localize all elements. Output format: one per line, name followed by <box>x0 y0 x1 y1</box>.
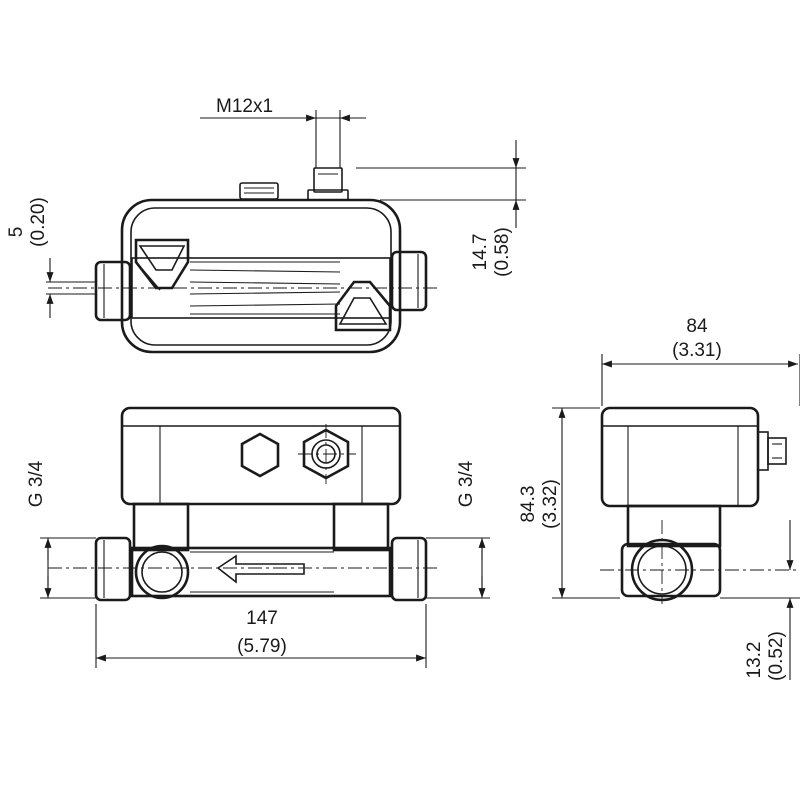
label-connector-height-in: (0.58) <box>492 227 513 277</box>
label-thread: M12x1 <box>216 96 273 117</box>
label-length-in: (5.79) <box>237 636 287 657</box>
connector-m12 <box>307 167 349 201</box>
label-depth-mm: 84 <box>686 316 708 337</box>
label-front-thread-right: G 3/4 <box>456 460 477 507</box>
connector-plug-left <box>239 182 279 200</box>
label-length-mm: 147 <box>246 608 278 629</box>
label-height-in: (3.32) <box>540 479 561 529</box>
label-depth-in: (3.31) <box>672 340 722 361</box>
label-pipe-axis-in: (0.52) <box>766 631 787 681</box>
front-view <box>48 406 440 602</box>
dimension-lines <box>40 110 800 680</box>
label-top-offset-mm: 5 <box>6 227 27 238</box>
top-view <box>48 167 440 354</box>
front-housing <box>120 406 402 506</box>
hex-plug <box>240 432 280 478</box>
label-connector-height-mm: 14.7 <box>470 234 491 271</box>
side-connector <box>757 431 787 471</box>
label-top-offset-in: (0.20) <box>28 197 49 247</box>
dimension-labels: M12x1 5 (0.20) 14.7 (0.58) 84 (3.31) G 3… <box>6 96 787 681</box>
housing-outline <box>120 198 402 354</box>
side-housing <box>600 406 760 508</box>
side-view <box>600 406 800 604</box>
label-height-mm: 84.3 <box>518 486 539 523</box>
label-front-thread-left: G 3/4 <box>26 460 47 507</box>
label-pipe-axis-mm: 13.2 <box>744 642 765 679</box>
flow-direction-arrow <box>216 554 305 584</box>
